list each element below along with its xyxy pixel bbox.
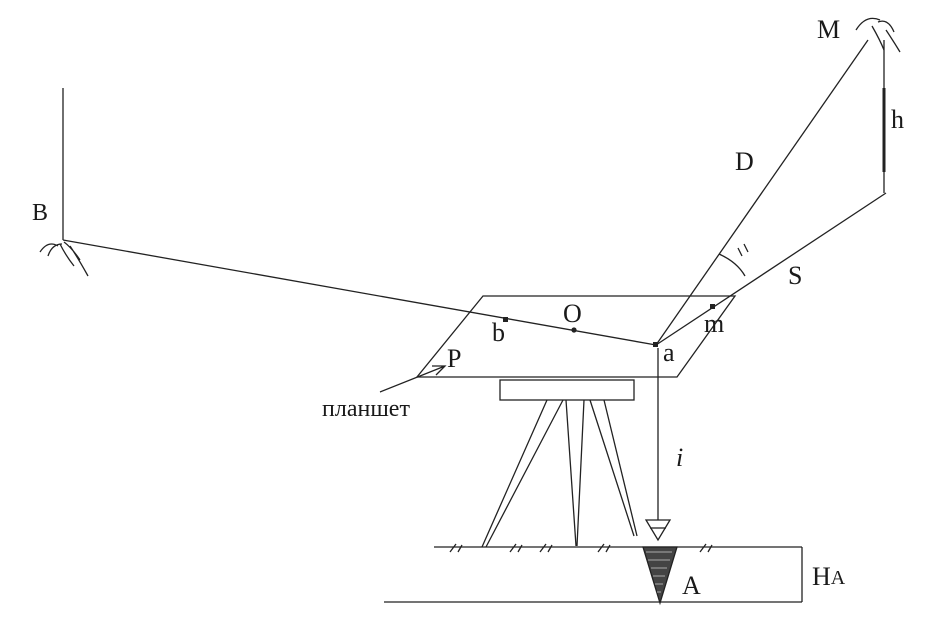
label-m: M (817, 15, 840, 44)
label-plate: планшет (322, 396, 410, 422)
line-b-to-a (62, 239, 657, 346)
ground-tuft-m (855, 17, 901, 53)
instrument-head (499, 379, 635, 401)
line-d (655, 39, 869, 346)
tripod-leg-right (589, 399, 638, 537)
point-b-marker (503, 317, 508, 322)
label-m-small: m (704, 309, 724, 338)
plane-table-board (415, 295, 737, 378)
label-o: O (563, 299, 582, 328)
label-b-small: b (492, 318, 505, 347)
point-m-marker (710, 304, 715, 309)
angle-ticks (737, 243, 749, 257)
ground-tuft-b (39, 241, 89, 277)
point-a-marker (653, 342, 658, 347)
tripod-leg-left (481, 399, 564, 548)
label-a-small: a (663, 338, 675, 367)
tripod-leg-middle (565, 399, 585, 547)
label-h: h (891, 105, 904, 134)
label-b: B (32, 200, 48, 226)
label-i: i (676, 443, 683, 472)
label-p: P (447, 344, 461, 373)
label-ha: HA (812, 562, 846, 591)
peg-a (642, 546, 678, 606)
label-s: S (788, 261, 802, 290)
angle-arc (718, 253, 746, 277)
line-s (655, 192, 887, 346)
point-o-marker (571, 327, 577, 333)
label-d: D (735, 147, 754, 176)
ground-hatching (449, 543, 713, 553)
plate-pointer (379, 365, 447, 393)
peg-a-hatch (646, 551, 672, 593)
label-a-point: A (682, 571, 701, 600)
plumb-bob (644, 519, 672, 542)
